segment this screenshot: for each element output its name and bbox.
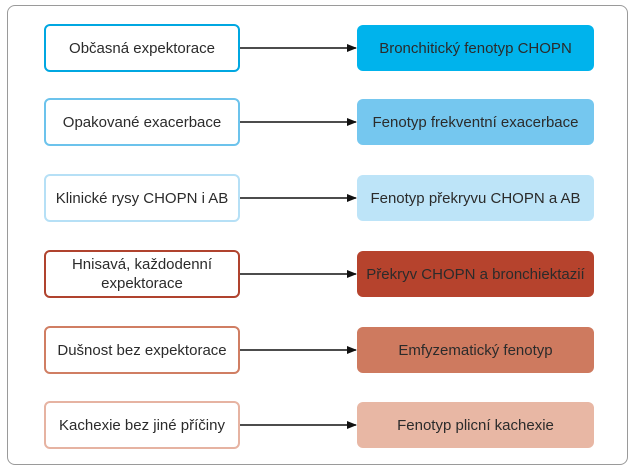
phenotype-box-emphysematous: Emfyzematický fenotyp xyxy=(357,327,594,373)
symptom-label: Klinické rysy CHOPN i AB xyxy=(55,189,229,207)
symptom-label: Kachexie bez jiné příčiny xyxy=(59,416,225,434)
phenotype-label: Překryv CHOPN a bronchiektazií xyxy=(366,265,585,283)
arrow-connector xyxy=(240,270,357,278)
phenotype-label: Fenotyp frekventní exacerbace xyxy=(372,113,579,131)
phenotype-box-frequent-exacerbator: Fenotyp frekventní exacerbace xyxy=(357,99,594,145)
phenotype-box-bronchitic: Bronchitický fenotyp CHOPN xyxy=(357,25,594,71)
symptom-label: Opakované exacerbace xyxy=(62,113,222,131)
phenotype-box-pulmonary-cachexia: Fenotyp plicní kachexie xyxy=(357,402,594,448)
symptom-box-copd-asthma-features: Klinické rysy CHOPN i AB xyxy=(44,174,240,222)
symptom-box-purulent-daily-expectoration: Hnisavá, každodenní expektorace xyxy=(44,250,240,298)
arrow-connector xyxy=(240,194,357,202)
symptom-label: Hnisavá, každodenní expektorace xyxy=(71,256,213,292)
arrow-connector xyxy=(240,44,357,52)
diagram-frame xyxy=(7,5,628,465)
phenotype-label: Fenotyp překryvu CHOPN a AB xyxy=(370,189,581,207)
symptom-label: Dušnost bez expektorace xyxy=(57,341,227,359)
arrow-connector xyxy=(240,118,357,126)
phenotype-label: Emfyzematický fenotyp xyxy=(398,341,553,359)
phenotype-box-copd-asthma-overlap: Fenotyp překryvu CHOPN a AB xyxy=(357,175,594,221)
symptom-box-dyspnea-no-expectoration: Dušnost bez expektorace xyxy=(44,326,240,374)
symptom-box-occasional-expectoration: Občasná expektorace xyxy=(44,24,240,72)
symptom-box-cachexia: Kachexie bez jiné příčiny xyxy=(44,401,240,449)
arrow-connector xyxy=(240,346,357,354)
arrow-connector xyxy=(240,421,357,429)
phenotype-label: Fenotyp plicní kachexie xyxy=(397,416,554,434)
phenotype-label: Bronchitický fenotyp CHOPN xyxy=(379,39,572,57)
symptom-box-repeated-exacerbations: Opakované exacerbace xyxy=(44,98,240,146)
symptom-label: Občasná expektorace xyxy=(69,39,215,57)
phenotype-box-copd-bronchiectasis-overlap: Překryv CHOPN a bronchiektazií xyxy=(357,251,594,297)
